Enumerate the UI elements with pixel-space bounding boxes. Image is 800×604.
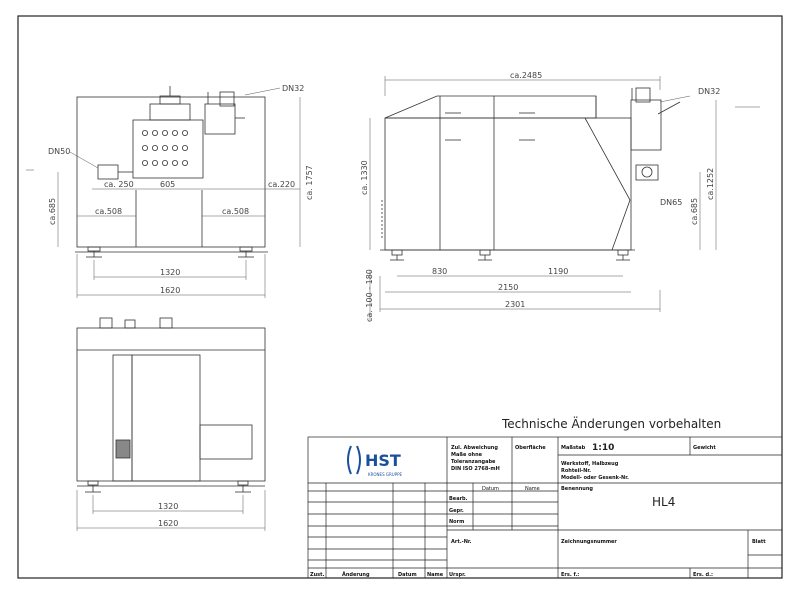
weight-label: Gewicht <box>693 445 716 451</box>
tolerance-line-4: DIN ISO 2768-mH <box>451 466 500 472</box>
dim-2150: 2150 <box>498 283 518 292</box>
dim-508-left: ca.508 <box>95 207 122 216</box>
title-block <box>307 436 783 579</box>
material-line-3: Modell- oder Gesenk-Nr. <box>561 475 629 481</box>
urspr-label: Urspr. <box>449 572 466 578</box>
pump-block <box>132 119 204 179</box>
dn32-label-front: DN32 <box>282 84 304 93</box>
back-control-box <box>199 424 253 460</box>
dim-685-side: ca.685 <box>690 198 699 225</box>
dim-250: ca. 250 <box>104 180 134 189</box>
sheet-label: Blatt <box>752 539 766 545</box>
dim-605: 605 <box>160 180 175 189</box>
surface-label: Oberfläche <box>515 445 546 451</box>
dim-1620-front: 1620 <box>160 286 180 295</box>
front-housing <box>76 96 266 248</box>
dn65-label: DN65 <box>660 198 682 207</box>
front-view <box>75 86 268 258</box>
tolerance-line-3: Toleranzangabe <box>451 459 496 465</box>
dim-685-front: ca.685 <box>48 198 57 225</box>
back-dimension-lines <box>76 490 266 531</box>
front-dimension-lines <box>26 87 301 298</box>
back-housing <box>76 327 266 482</box>
tolerance-line-1: Zul. Abweichung <box>451 445 498 451</box>
ers-d-label: Ers. d.: <box>693 572 713 578</box>
material-line-2: Rohteil-Nr. <box>561 468 591 474</box>
side-pump-head <box>630 99 662 151</box>
dim-508-right: ca.508 <box>222 207 249 216</box>
scale-value: 1:10 <box>592 443 614 453</box>
dim-2485: ca.2485 <box>510 71 542 80</box>
dn50-label: DN50 <box>48 147 70 156</box>
tolerance-line-2: Maße ohne <box>451 452 483 458</box>
drawing-title: HL4 <box>652 495 675 509</box>
back-view <box>76 317 266 493</box>
changes-notice: Technische Änderungen vorbehalten <box>501 416 721 431</box>
title-block-text: Zul. Abweichung Maße ohne Toleranzangabe… <box>310 443 766 578</box>
dim-830: 830 <box>432 267 447 276</box>
aenderung-label: Änderung <box>342 571 370 578</box>
scale-label: Maßstab <box>561 445 586 451</box>
logo-arc-right <box>356 445 361 475</box>
datum2-label: Datum <box>398 572 417 578</box>
dim-1252: ca.1252 <box>706 168 715 200</box>
back-panel-center <box>131 354 201 482</box>
datum-label: Datum <box>482 486 499 492</box>
name-label: Name <box>525 486 540 492</box>
outlet-valve <box>204 103 236 135</box>
dim-1620-back: 1620 <box>158 519 178 528</box>
back-connector <box>115 439 131 459</box>
dim-1757: ca. 1757 <box>305 165 314 200</box>
ers-f-label: Ers. f.: <box>561 572 579 578</box>
name2-label: Name <box>427 572 444 578</box>
logo-subtext: KRONES GRUPPE <box>368 472 403 477</box>
dn32-label-side: DN32 <box>698 87 720 96</box>
side-housing <box>384 117 632 251</box>
back-panel-left <box>112 354 133 482</box>
back-dimension-labels: 1320 1620 <box>158 502 178 528</box>
art-nr-label: Art.-Nr. <box>451 539 472 545</box>
inlet-flange <box>97 164 119 180</box>
side-view <box>380 87 681 261</box>
dim-2301: 2301 <box>505 300 525 309</box>
drawing-number-label: Zeichnungsnummer <box>561 539 617 545</box>
dim-1320-front: 1320 <box>160 268 180 277</box>
zust-label: Zust. <box>310 572 325 578</box>
logo-arc-left <box>347 445 352 475</box>
gepr-label: Gepr. <box>449 508 464 514</box>
hst-logo: HST KRONES GRUPPE <box>347 445 403 477</box>
dim-1320-back: 1320 <box>158 502 178 511</box>
norm-label: Norm <box>449 519 464 525</box>
material-line-1: Werkstoff, Halbzeug <box>561 461 619 467</box>
side-hood <box>384 95 597 119</box>
front-dimension-labels: DN50 DN32 ca. 250 605 ca.220 ca. 1757 ca… <box>48 84 314 295</box>
bearb-label: Bearb. <box>449 496 468 502</box>
dim-220: ca.220 <box>268 180 295 189</box>
valve-bolts <box>141 129 188 166</box>
side-dimension-lines <box>369 76 760 320</box>
dim-1330: ca. 1330 <box>360 160 369 195</box>
benennung-label: Benennung <box>561 486 593 492</box>
dim-height-range: ca. 100 - 180 <box>365 269 374 322</box>
logo-text: HST <box>365 451 401 470</box>
side-dimension-labels: ca.2485 DN32 ca. 1330 ca.1252 ca.685 DN6… <box>360 71 720 322</box>
dim-1190: 1190 <box>548 267 568 276</box>
